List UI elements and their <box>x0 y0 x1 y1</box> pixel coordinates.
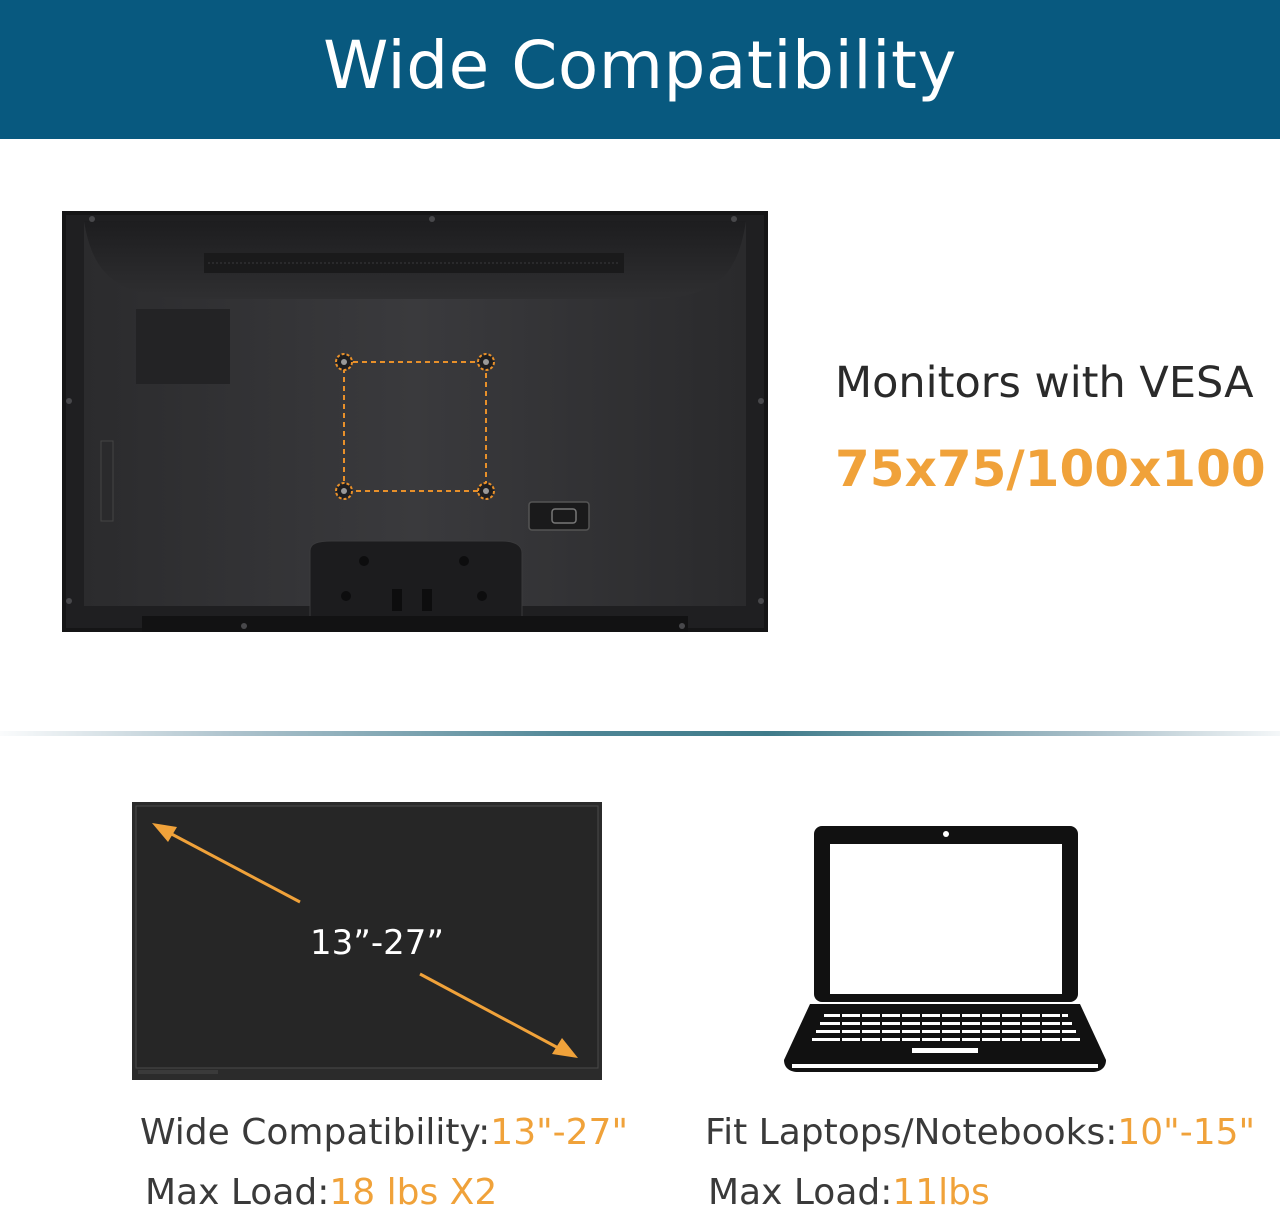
laptop-icon <box>780 824 1110 1076</box>
section-divider <box>0 731 1280 736</box>
screen-size-illustration: 13”-27” <box>132 802 602 1080</box>
vesa-sizes: 75x75/100x100 <box>835 440 1266 498</box>
laptop-fit-label: Fit Laptops/Notebooks: <box>705 1112 1118 1153</box>
laptop-fit-value: 10"-15" <box>1117 1112 1256 1153</box>
screen-size-label: 13”-27” <box>310 923 444 963</box>
laptop-load-value: 11lbs <box>892 1172 990 1210</box>
header-banner: Wide Compatibility <box>0 0 1280 139</box>
monitor-load-caption: Max Load:18 lbs X2 <box>145 1172 497 1210</box>
laptop-load-label: Max Load: <box>708 1172 893 1210</box>
monitor-compat-label: Wide Compatibility: <box>140 1112 491 1153</box>
monitor-back-illustration <box>62 211 768 632</box>
monitor-compat-value: 13"-27" <box>490 1112 629 1153</box>
laptop-load-caption: Max Load:11lbs <box>708 1172 990 1210</box>
screen-diagonal-arrow <box>152 823 578 1058</box>
monitor-load-label: Max Load: <box>145 1172 330 1210</box>
laptop-fit-caption: Fit Laptops/Notebooks:10"-15" <box>705 1112 1255 1153</box>
vesa-heading: Monitors with VESA <box>835 358 1254 408</box>
monitor-compatibility-caption: Wide Compatibility:13"-27" <box>140 1112 628 1153</box>
page-title: Wide Compatibility <box>323 27 957 104</box>
vesa-mount-pattern <box>335 353 495 500</box>
monitor-load-value: 18 lbs X2 <box>329 1172 498 1210</box>
